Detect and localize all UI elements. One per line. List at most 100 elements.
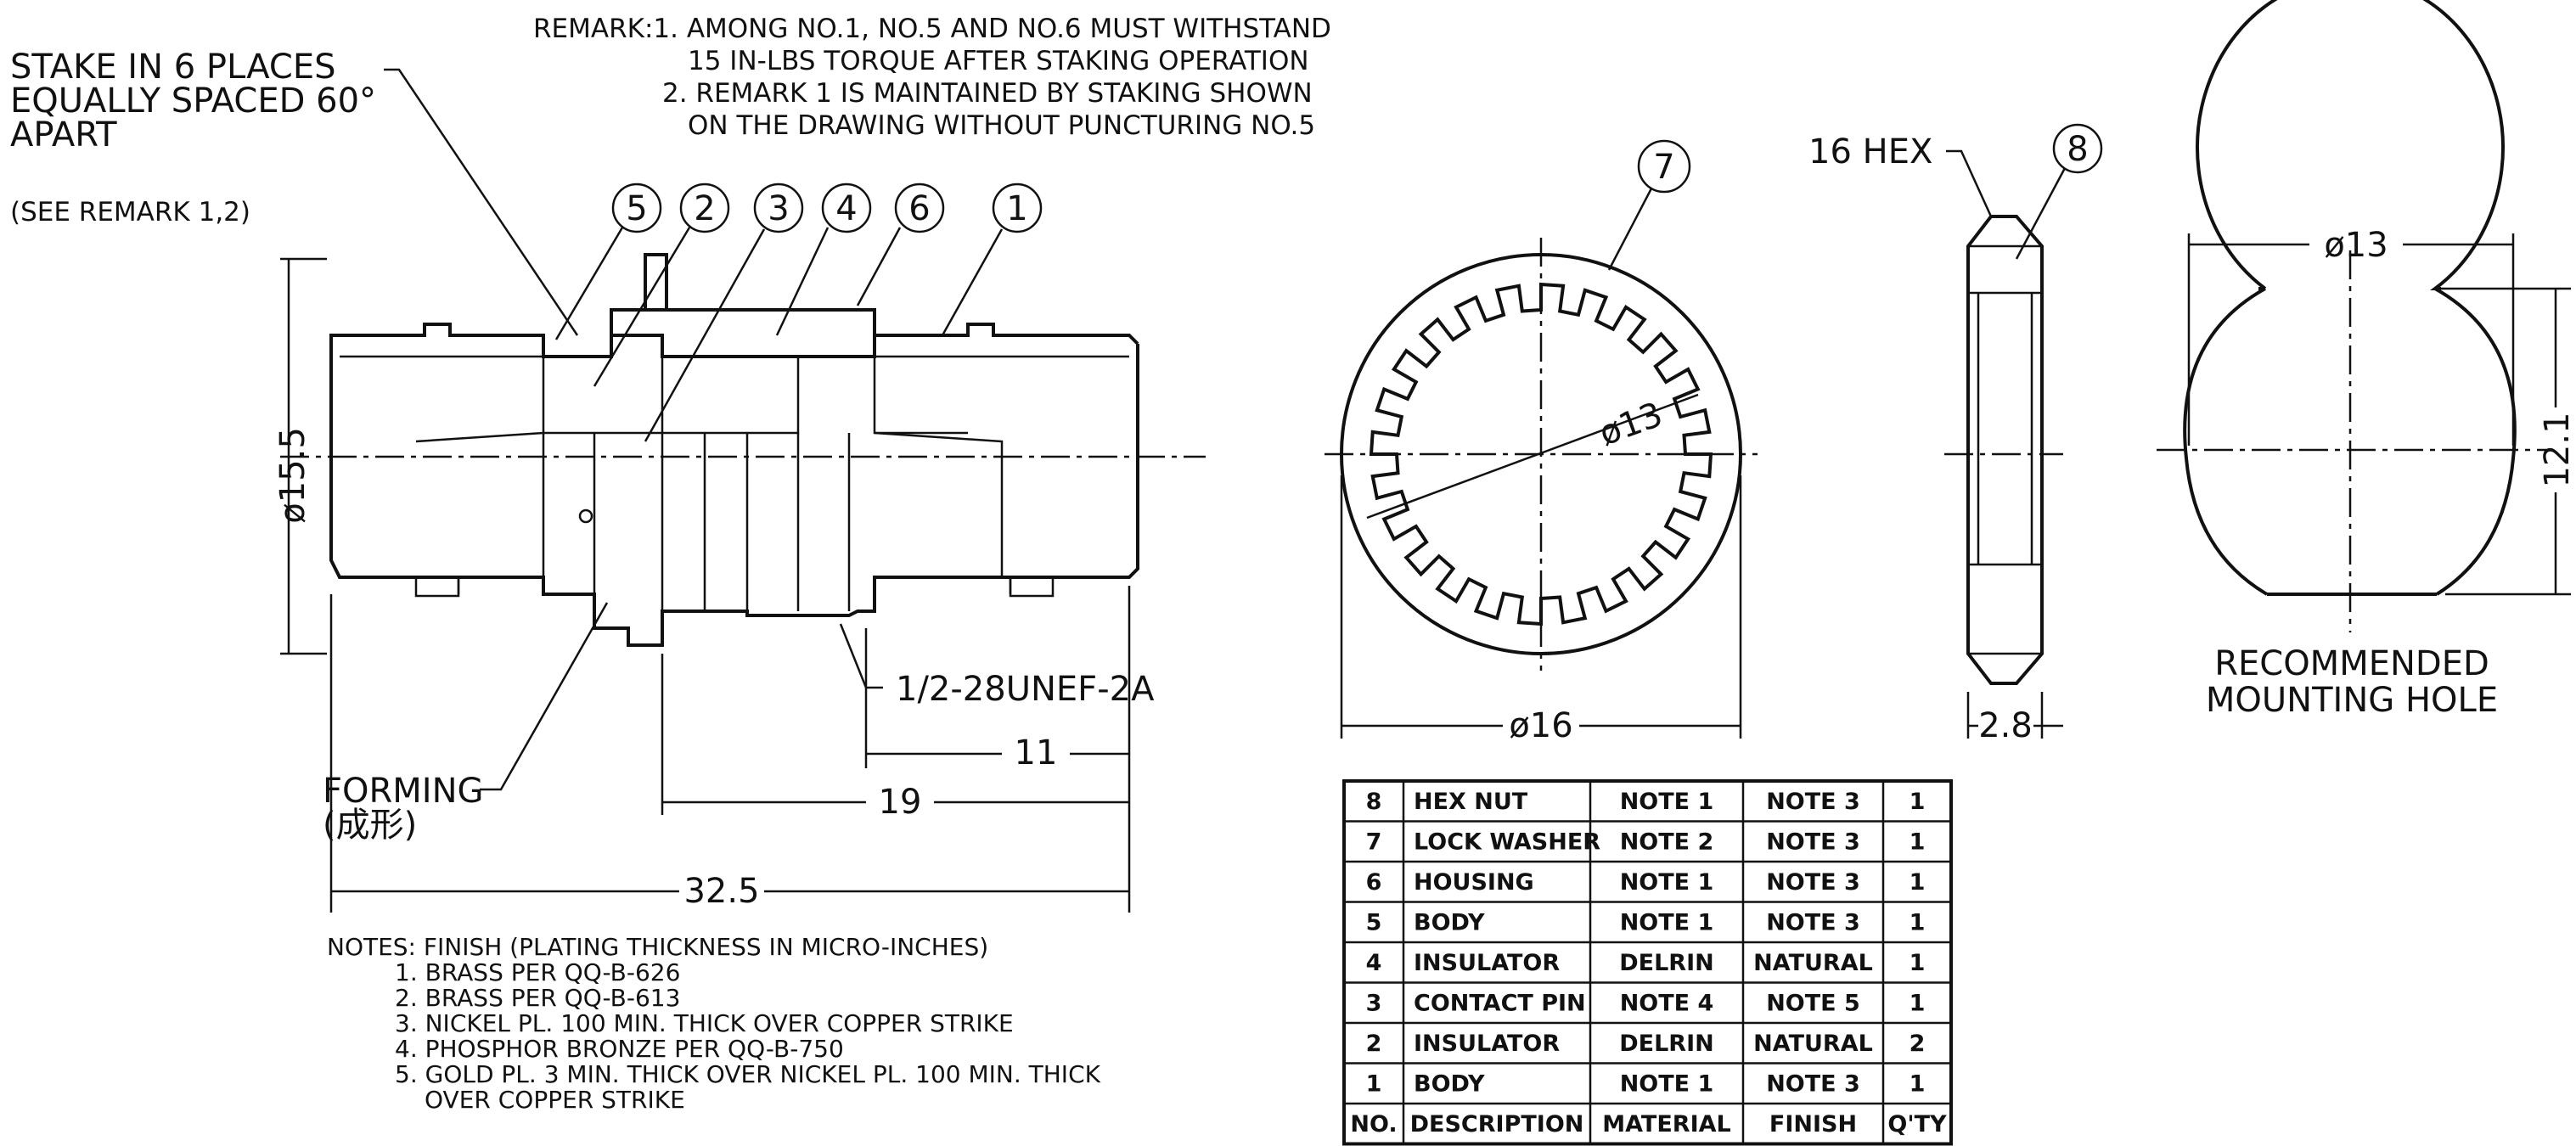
bom-cell: NOTE 1 [1620,910,1714,936]
stake-note-line-2: EQUALLY SPACED 60° [10,81,376,121]
notes: NOTES: FINISH (PLATING THICKNESS IN MICR… [327,933,1101,1114]
bom-cell: 8 [1366,789,1382,815]
note-4: 4. PHOSPHOR BRONZE PER QQ-B-750 [395,1035,844,1063]
bom-cell: 1 [1910,869,1926,896]
bom-cell: BODY [1414,910,1485,936]
washer-outer-dia: ø16 [1509,706,1572,745]
bom-header-cell: FINISH [1769,1111,1857,1138]
lock-washer-view: ø13 7 ø16 [1325,139,1758,745]
washer-inner-dia: ø13 [1595,395,1668,453]
bom-cell: 1 [1910,950,1926,976]
remark-line-1: REMARK:1. AMONG NO.1, NO.5 AND NO.6 MUST… [533,14,1331,44]
bom-cell: INSULATOR [1414,1031,1560,1057]
note-1: 1. BRASS PER QQ-B-626 [395,958,680,986]
bom-cell: 4 [1366,950,1382,976]
stake-note-line-3: APART [10,115,117,154]
remark-line-2: 15 IN-LBS TORQUE AFTER STAKING OPERATION [688,46,1309,76]
balloon-2: 2 [694,189,715,228]
dim-11: 11 [1015,733,1058,772]
bom-cell: 3 [1366,991,1382,1017]
notes-title: NOTES: FINISH (PLATING THICKNESS IN MICR… [327,933,988,961]
bom-header-cell: NO. [1350,1111,1397,1138]
mounting-hole-view: ø13 12.1 RECOMMENDED MOUNTING HOLE [2157,0,2576,720]
stake-note-line-1: STAKE IN 6 PLACES [10,48,335,87]
bom-cell: NOTE 3 [1766,829,1860,856]
balloon-3: 3 [768,189,789,228]
bom-cell: HOUSING [1414,869,1534,896]
balloon-4: 4 [835,189,857,228]
bom-cell: 1 [1910,1071,1926,1098]
connector-side-view [280,253,1206,647]
bom-cell: HEX NUT [1414,789,1528,815]
bom-cell: NOTE 3 [1766,789,1860,815]
balloon-5: 5 [626,189,647,228]
bom-cell: 2 [1366,1031,1382,1057]
bom-cell: LOCK WASHER [1414,829,1600,856]
stake-note: STAKE IN 6 PLACES EQUALLY SPACED 60° APA… [10,48,579,336]
thread-callout: 1/2-28UNEF-2A [839,623,1155,709]
note-5-cont: OVER COPPER STRIKE [425,1086,685,1114]
mounting-hole-line-1: RECOMMENDED [2214,644,2489,683]
dim-body-dia-text: ø15.5 [273,427,312,524]
dim-body-dia: ø15.5 [273,257,327,655]
bom-cell: 1 [1366,1071,1382,1098]
bom-cell: NOTE 4 [1620,991,1714,1017]
bom-cell: NOTE 1 [1620,1071,1714,1098]
hex-thickness: 2.8 [1978,706,2033,745]
note-3: 3. NICKEL PL. 100 MIN. THICK OVER COPPER… [395,1009,1014,1037]
thread-text: 1/2-28UNEF-2A [896,670,1155,709]
length-dims: 11 19 32.5 [329,586,1131,913]
bom-cell: DELRIN [1619,1031,1714,1057]
bom-cell: 1 [1910,991,1926,1017]
bom-header-cell: MATERIAL [1602,1111,1730,1138]
bom-cell: NATURAL [1753,950,1873,976]
bom-cell: BODY [1414,1071,1485,1098]
bom-cell: 6 [1366,869,1382,896]
note-2: 2. BRASS PER QQ-B-613 [395,984,680,1012]
bom-cell: 1 [1910,789,1926,815]
hex-nut-view: 16 HEX 8 2.8 [1808,123,2103,745]
bom-cell: NOTE 1 [1620,869,1714,896]
stake-leader [384,68,579,336]
bom-cell: NOTE 3 [1766,1071,1860,1098]
bom-cell: 1 [1910,829,1926,856]
remark-line-4: ON THE DRAWING WITHOUT PUNCTURING NO.5 [688,110,1315,141]
remark-line-3: 2. REMARK 1 IS MAINTAINED BY STAKING SHO… [662,78,1313,109]
hole-dia: ø13 [2324,226,2388,265]
bom-header-cell: Q'TY [1887,1111,1947,1138]
dim-19: 19 [879,783,922,822]
stake-note-line-4: (SEE REMARK 1,2) [10,197,250,228]
mounting-hole-line-2: MOUNTING HOLE [2206,681,2498,720]
dim-32-5: 32.5 [683,872,759,911]
hole-flat: 12.1 [2538,412,2576,487]
remarks: REMARK:1. AMONG NO.1, NO.5 AND NO.6 MUST… [533,14,1331,141]
balloon-6: 6 [908,189,930,228]
bom-cell: NOTE 2 [1620,829,1714,856]
bom-cell: CONTACT PIN [1414,991,1586,1017]
bom-cell: DELRIN [1619,950,1714,976]
balloon-7: 7 [1653,148,1674,187]
forming-callout: FORMING (成形) [323,602,609,845]
bom-cell: 7 [1366,829,1382,856]
forming-label: FORMING [323,772,484,811]
hex-label: 16 HEX [1808,132,1932,171]
washer-teeth [1369,282,1713,626]
bom-cell: NOTE 3 [1766,910,1860,936]
bom-cell: INSULATOR [1414,950,1560,976]
bom-cell: 1 [1910,910,1926,936]
note-5: 5. GOLD PL. 3 MIN. THICK OVER NICKEL PL.… [395,1060,1101,1088]
bom-cell: 2 [1910,1031,1926,1057]
bom-cell: 5 [1366,910,1382,936]
bom-header-cell: DESCRIPTION [1410,1111,1584,1138]
forming-label-cn: (成形) [323,806,417,845]
balloon-8: 8 [2067,130,2088,169]
bom-cell: NOTE 5 [1766,991,1860,1017]
bom-cell: NOTE 1 [1620,789,1714,815]
bom-table: 8 HEX NUT NOTE 1 NOTE 3 1 7 LOCK WASHER NOTE 2 N… [1342,779,1953,1146]
balloons-side: 5 2 3 4 6 1 [554,183,1043,442]
bom-frame [1342,779,1953,1146]
balloon-1: 1 [1006,189,1027,228]
bom-cell: NOTE 3 [1766,869,1860,896]
bom-cell: NATURAL [1753,1031,1873,1057]
